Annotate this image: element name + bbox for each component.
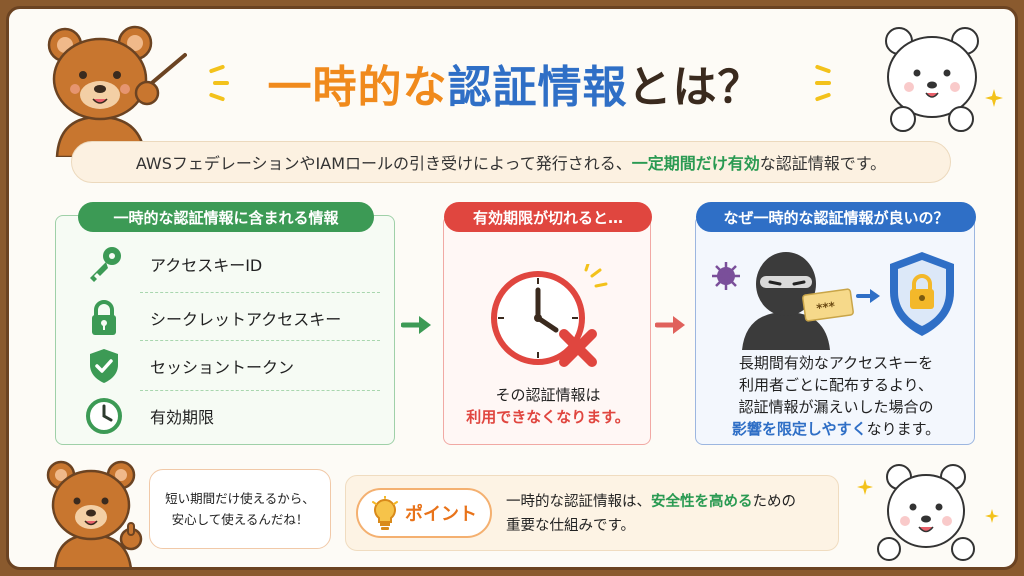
panel-expired-title: 有効期限が切れると… (444, 202, 652, 232)
panel-included-info: 一時的な認証情報に含まれる情報 アクセスキーID シークレットアクセスキー セッ… (55, 202, 395, 445)
panel-included-info-title: 一時的な認証情報に含まれる情報 (78, 202, 374, 232)
infographic-frame: 一時的な認証情報とは？ AWSフェデレーションやIAMロールの引き受けによって発… (6, 6, 1018, 570)
sparkle-icon (985, 509, 999, 523)
panel-expired: 有効期限が切れると… その認証情報は 利用できなくなります。 (443, 202, 652, 445)
panel-why: なぜ一時的な認証情報が良いの？ *** 長期間有効な (695, 202, 976, 445)
bubble-line1: 短い期間だけ使えるから、 (165, 491, 315, 506)
dashed-divider (140, 292, 380, 293)
point-post: ための (752, 494, 797, 510)
leaked-key-text: *** (815, 299, 836, 316)
item-label: 有効期限 (150, 408, 215, 427)
lightbulb-icon (372, 496, 398, 530)
why-line2: 利用者ごとに配布するより、 (738, 376, 934, 394)
title-part1: 一時的な (267, 62, 448, 113)
subtitle-highlight: 一定期間だけ有効 (631, 154, 760, 173)
point-highlight: 安全性を高める (651, 494, 753, 510)
item-label: アクセスキーID (150, 256, 263, 275)
white-bear-illustration (885, 27, 979, 132)
point-badge-label: ポイント (405, 504, 477, 525)
item-label: セッショントークン (150, 358, 295, 377)
why-line4: 影響を限定しやすくなります。 (696, 418, 976, 440)
point-badge: ポイント (356, 488, 492, 538)
expired-line2: 利用できなくなります。 (466, 408, 630, 426)
page-title: 一時的な認証情報とは？ (9, 51, 1015, 115)
expired-message: その認証情報は 利用できなくなります。 (444, 384, 652, 428)
sparkle-icon (985, 89, 1003, 107)
list-item: シークレットアクセスキー (82, 292, 382, 344)
list-item: 有効期限 (82, 390, 382, 442)
expired-line1: その認証情報は (495, 386, 601, 404)
list-item: セッショントークン (82, 340, 382, 392)
shield-check-icon (82, 344, 126, 388)
why-message: 長期間有効なアクセスキーを 利用者ごとに配布するより、 認証情報が漏えいした場合… (696, 352, 976, 440)
dashed-divider (140, 390, 380, 391)
expired-clock-icon (491, 264, 608, 367)
panel-why-title: なぜ一時的な認証情報が良いの？ (696, 202, 976, 232)
title-part3: とは？ (627, 62, 763, 113)
why-line4-highlight: 影響を限定しやすく (731, 420, 867, 438)
point-text: 一時的な認証情報は、安全性を高めるための 重要な仕組みです。 (506, 490, 836, 538)
title-sparkle (815, 81, 831, 85)
key-icon (82, 242, 126, 286)
clock-icon (82, 394, 126, 438)
point-line2: 重要な仕組みです。 (506, 518, 636, 534)
white-bear-cheering-illustration (877, 464, 975, 561)
title-sparkle (213, 81, 229, 85)
subtitle-banner: AWSフェデレーションやIAMロールの引き受けによって発行される、一定期間だけ有… (71, 141, 951, 183)
why-line3: 認証情報が漏えいした場合の (738, 398, 934, 416)
why-line4-post: なります。 (866, 420, 941, 438)
point-pre: 一時的な認証情報は、 (506, 494, 651, 510)
bubble-line2: 安心して使えるんだね！ (171, 512, 309, 527)
title-part2: 認証情報 (447, 62, 628, 113)
arrow-right-icon (401, 316, 431, 334)
sparkle-icon (857, 479, 873, 495)
brown-bear-thumbsup-illustration (46, 460, 143, 567)
lock-icon (82, 296, 126, 340)
speech-bubble: 短い期間だけ使えるから、 安心して使えるんだね！ (149, 469, 331, 549)
item-label: シークレットアクセスキー (150, 310, 342, 329)
list-item: アクセスキーID (82, 238, 382, 290)
subtitle-post: な認証情報です。 (759, 154, 887, 173)
why-line1: 長期間有効なアクセスキーを (738, 354, 934, 372)
subtitle-pre: AWSフェデレーションやIAMロールの引き受けによって発行される、 (135, 154, 632, 173)
dashed-divider (140, 340, 380, 341)
point-box: ポイント 一時的な認証情報は、安全性を高めるための 重要な仕組みです。 (345, 475, 839, 551)
brown-bear-pointer-illustration (47, 25, 187, 157)
virus-icon (712, 262, 740, 290)
arrow-right-icon (655, 316, 685, 334)
thief-vs-shield-illustration: *** (712, 252, 954, 350)
